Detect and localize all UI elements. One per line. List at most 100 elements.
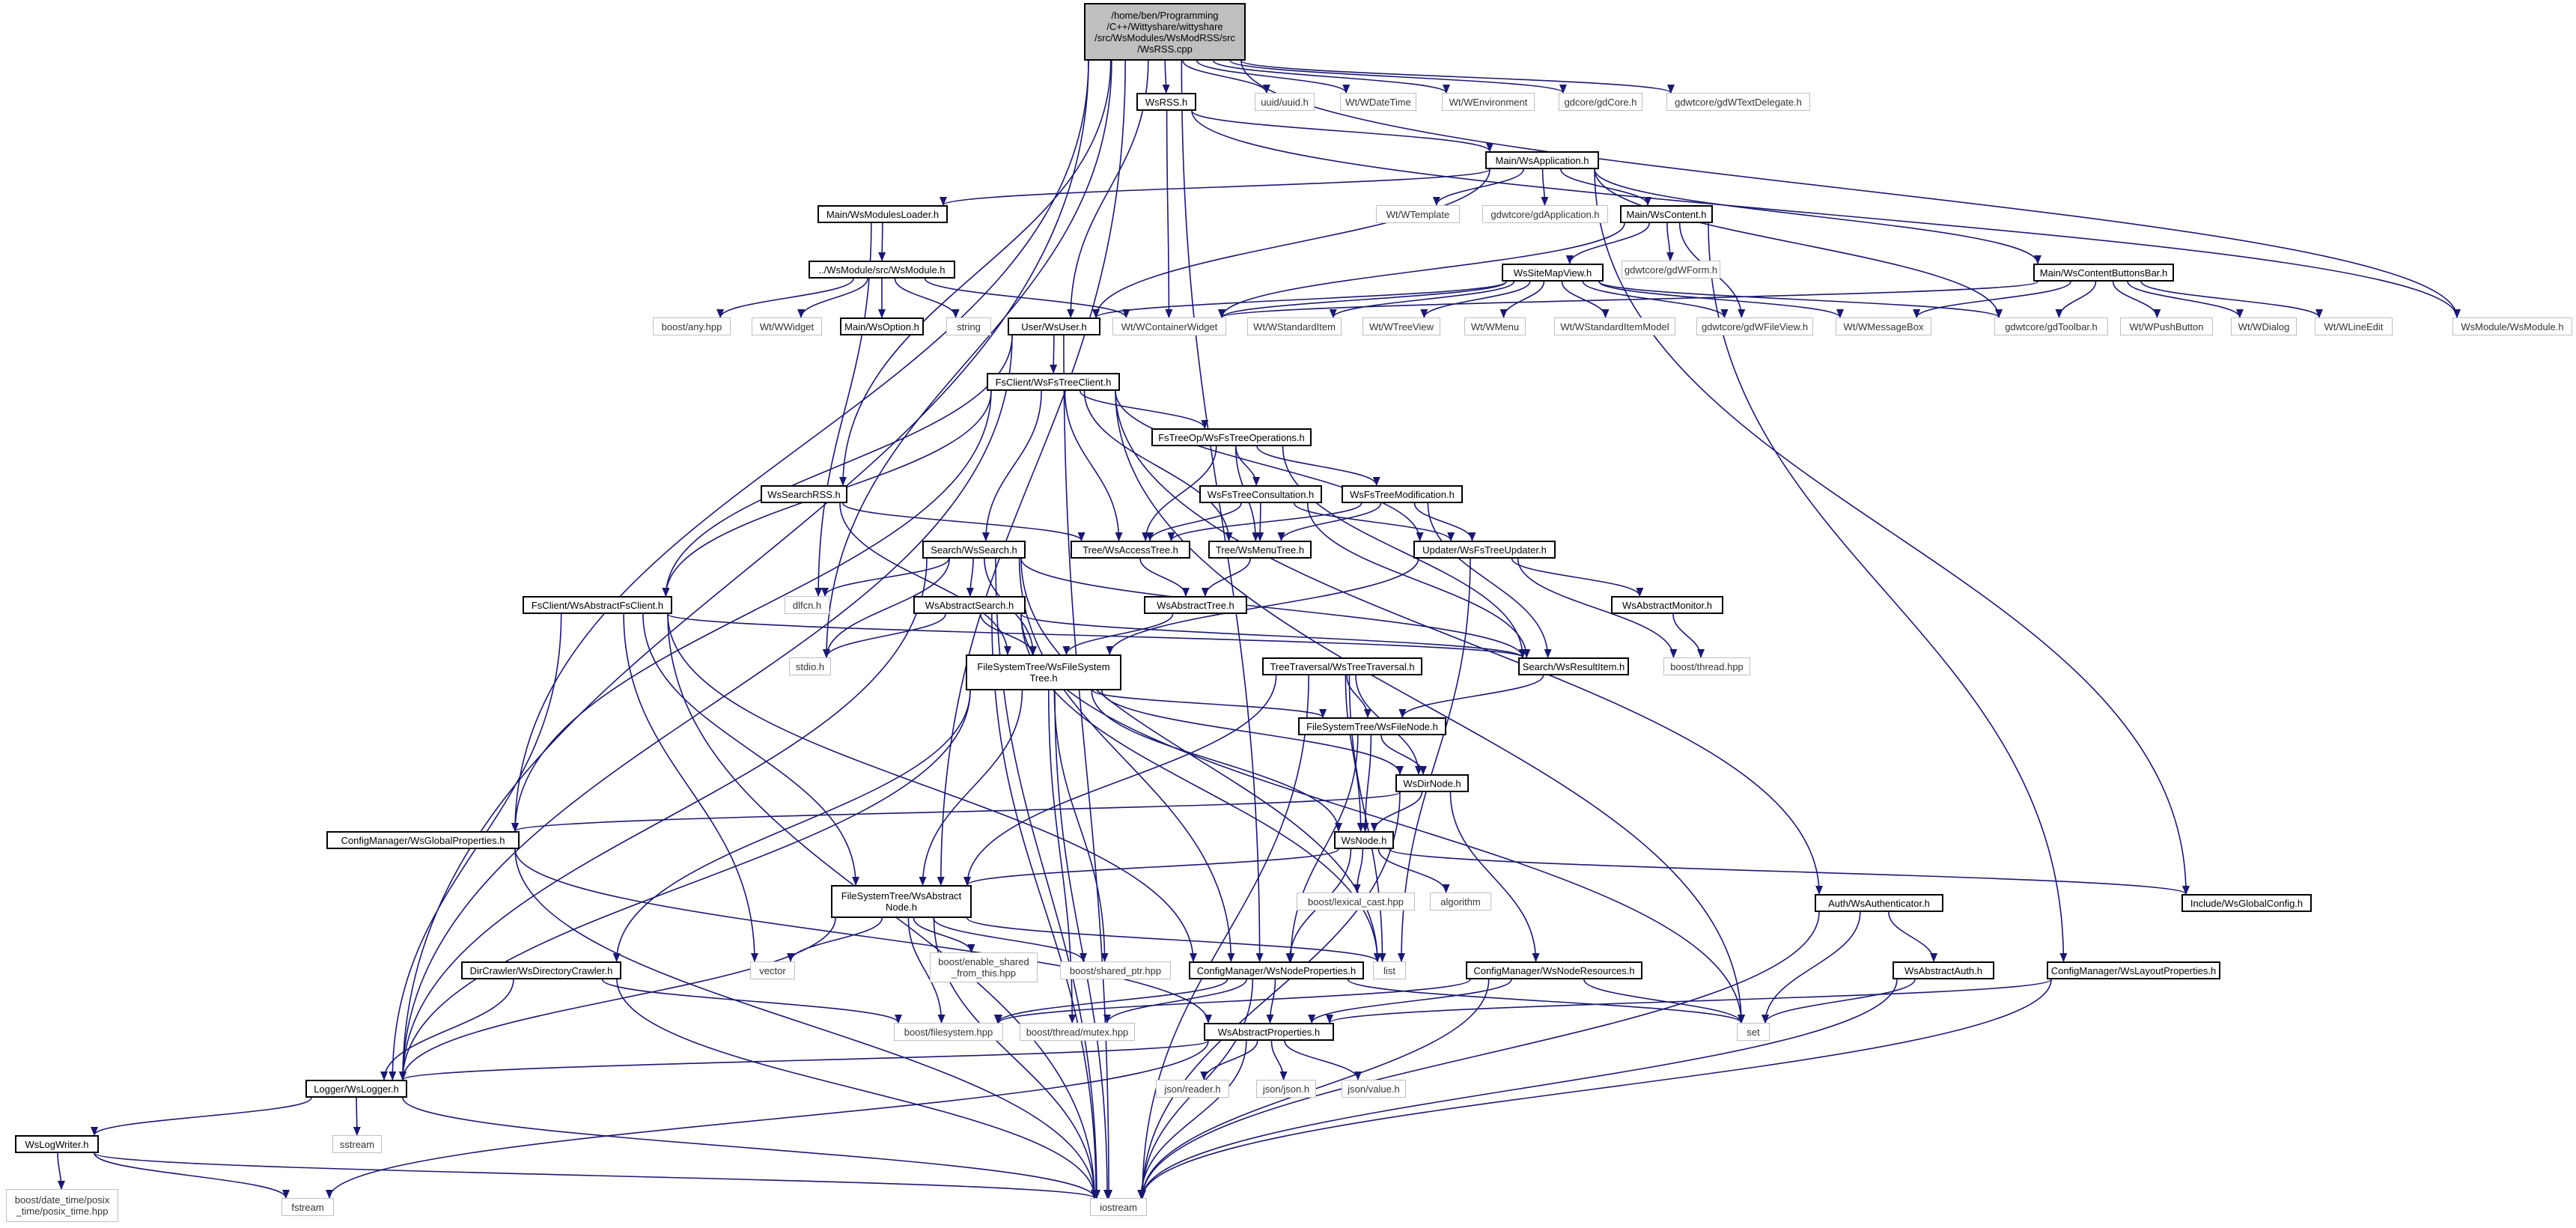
edge-root-to-globalprops — [511, 60, 1089, 832]
node-gdfileview: gdwtcore/gdWFileView.h — [1696, 317, 1813, 335]
node-wtemplate: Wt/WTemplate — [1376, 205, 1460, 223]
edge-sitemap-to-wcontainer — [1218, 281, 1507, 318]
edge-filenode-to-wsnode — [1361, 735, 1372, 832]
node-absprops[interactable]: WsAbstractProperties.h — [1204, 1023, 1334, 1041]
edge-wsuser-to-iostream — [1063, 335, 1113, 1199]
edge-abstree-to-fstree — [1062, 613, 1174, 655]
edge-wsapp-to-gdapp — [1541, 168, 1549, 206]
node-absfs[interactable]: FsClient/WsAbstractFsClient.h — [523, 596, 672, 614]
edge-cbtnbar-to-wdialog — [2127, 281, 2244, 318]
node-accesstree[interactable]: Tree/WsAccessTree.h — [1071, 541, 1190, 559]
node-logger[interactable]: Logger/WsLogger.h — [305, 1080, 407, 1098]
edge-updater-to-fstree — [1106, 558, 1419, 655]
node-globalconfig[interactable]: Include/WsGlobalConfig.h — [2181, 894, 2312, 912]
node-dirnode[interactable]: WsDirNode.h — [1395, 774, 1469, 792]
node-layoutprops[interactable]: ConfigManager/WsLayoutProperties.h — [2047, 961, 2220, 979]
node-absnode[interactable]: FileSystemTree/WsAbstract Node.h — [831, 885, 972, 918]
node-iostream: iostream — [1090, 1198, 1147, 1216]
edge-noderes-to-absprops — [1308, 979, 1512, 1024]
node-fsclient[interactable]: FsClient/WsFsTreeClient.h — [987, 373, 1120, 391]
node-wsmodsrc[interactable]: ../WsModule/src/WsModule.h — [809, 261, 955, 279]
edge-absnode-to-sharedptr — [933, 917, 1088, 962]
edge-fstree-to-dircrawler — [612, 690, 971, 962]
node-wssearch[interactable]: Search/WsSearch.h — [922, 541, 1026, 559]
edge-fstree-to-iostream — [1054, 690, 1111, 1199]
edge-updater-to-boostthread — [1517, 558, 1678, 658]
node-sstream: sstream — [332, 1135, 382, 1153]
node-modloader[interactable]: Main/WsModulesLoader.h — [817, 205, 948, 223]
node-abssearch[interactable]: WsAbstractSearch.h — [913, 596, 1026, 614]
node-globalprops[interactable]: ConfigManager/WsGlobalProperties.h — [326, 831, 520, 849]
edge-wscontent-to-sitemap — [1565, 222, 1650, 264]
node-wsmodule: WsModule/WsModule.h — [2452, 317, 2572, 335]
edge-dirnode-to-noderes — [1449, 791, 1540, 962]
edge-root-to-wdatetime — [1196, 60, 1351, 94]
node-sitemap[interactable]: WsSiteMapView.h — [1502, 264, 1604, 282]
edge-wsuser-to-logger — [399, 335, 1013, 1080]
edge-logwriter-to-iostream — [94, 1152, 1098, 1199]
edge-root-to-logger — [399, 60, 1089, 1080]
node-root[interactable]: /home/ben/Programming /C++/Wittyshare/wi… — [1084, 3, 1246, 61]
node-wscontent[interactable]: Main/WsContent.h — [1620, 205, 1713, 223]
edge-root-to-wenv — [1213, 60, 1450, 94]
edge-modloader-to-wsmodsrc — [878, 222, 886, 261]
node-wpush: Wt/WPushButton — [2120, 317, 2213, 335]
node-jsonjson: json/json.h — [1256, 1080, 1316, 1098]
node-searchrss[interactable]: WsSearchRSS.h — [761, 485, 847, 503]
node-abstree[interactable]: WsAbstractTree.h — [1144, 596, 1247, 614]
node-cbtnbar[interactable]: Main/WsContentButtonsBar.h — [2033, 264, 2174, 282]
edge-fsclient-to-auth — [1115, 390, 1823, 895]
edge-wsuser-to-fsclient — [1050, 335, 1058, 374]
node-wsnode[interactable]: WsNode.h — [1334, 831, 1394, 849]
edge-wssearch-to-nodeprops — [1018, 558, 1235, 962]
node-menutree[interactable]: Tree/WsMenuTree.h — [1208, 541, 1312, 559]
node-logwriter[interactable]: WsLogWriter.h — [15, 1135, 99, 1153]
node-nodeprops[interactable]: ConfigManager/WsNodeProperties.h — [1189, 961, 1364, 979]
node-consult[interactable]: WsFsTreeConsultation.h — [1199, 485, 1322, 503]
edge-logger-to-iostream — [402, 1097, 1098, 1199]
edge-nodeprops-to-set — [1347, 979, 1745, 1024]
node-string: string — [946, 317, 991, 335]
edge-root-to-nodeprops — [1181, 60, 1264, 962]
node-noderes[interactable]: ConfigManager/WsNodeResources.h — [1466, 961, 1642, 979]
node-dircrawler[interactable]: DirCrawler/WsDirectoryCrawler.h — [461, 961, 621, 979]
edge-dirnode-to-globalprops — [511, 791, 1401, 832]
node-filenode[interactable]: FileSystemTree/WsFileNode.h — [1298, 717, 1446, 735]
node-wlineedit: Wt/WLineEdit — [2315, 317, 2393, 335]
node-modif[interactable]: WsFsTreeModification.h — [1342, 485, 1463, 503]
edge-sitemap-to-wstdmodel — [1561, 281, 1610, 318]
node-absmonitor[interactable]: WsAbstractMonitor.h — [1611, 596, 1723, 614]
edge-root-to-wsrss — [1162, 60, 1170, 94]
node-uuid: uuid/uuid.h — [1255, 93, 1315, 111]
edge-consult-to-resultitem — [1306, 502, 1531, 658]
edge-absfs-to-absnode — [642, 613, 860, 886]
edge-filenode-to-nodeprops — [1287, 735, 1359, 962]
edge-wsapp-to-cbtnbar — [1594, 168, 2041, 264]
edge-cbtnbar-to-wpush — [2112, 281, 2161, 318]
node-absauth[interactable]: WsAbstractAuth.h — [1893, 961, 1994, 979]
edge-modif-to-accesstree — [1167, 502, 1362, 541]
edge-modif-to-resultitem — [1427, 502, 1552, 658]
edge-sitemap-to-gdtoolbar — [1598, 281, 2003, 318]
edge-sitemap-to-wsuser — [1092, 281, 1507, 318]
node-traversal[interactable]: TreeTraversal/WsTreeTraversal.h — [1262, 657, 1422, 675]
edge-abssearch-to-stdio — [823, 613, 946, 658]
node-wsapp[interactable]: Main/WsApplication.h — [1485, 151, 1599, 169]
node-fstree[interactable]: FileSystemTree/WsFileSystem Tree.h — [966, 654, 1121, 690]
edge-absfs-to-resultitem — [667, 613, 1526, 658]
edge-fsclient-to-set — [1115, 390, 1745, 1024]
node-auth[interactable]: Auth/WsAuthenticator.h — [1815, 894, 1943, 912]
node-wsuser[interactable]: User/WsUser.h — [1008, 317, 1100, 335]
node-fstreeops[interactable]: FsTreeOp/WsFsTreeOperations.h — [1151, 428, 1312, 446]
node-resultitem[interactable]: Search/WsResultItem.h — [1518, 657, 1629, 675]
edge-absauth-to-set — [1762, 979, 1916, 1024]
edge-root-to-absnode — [937, 60, 1126, 886]
node-wsoption[interactable]: Main/WsOption.h — [840, 317, 924, 335]
node-gdapp: gdwtcore/gdApplication.h — [1482, 205, 1608, 223]
edge-modif-to-updater — [1413, 502, 1476, 541]
node-boostany: boost/any.hpp — [653, 317, 731, 335]
node-wsrss[interactable]: WsRSS.h — [1136, 93, 1196, 111]
node-jsonvalue: json/value.h — [1342, 1080, 1406, 1098]
node-updater[interactable]: Updater/WsFsTreeUpdater.h — [1413, 541, 1556, 559]
